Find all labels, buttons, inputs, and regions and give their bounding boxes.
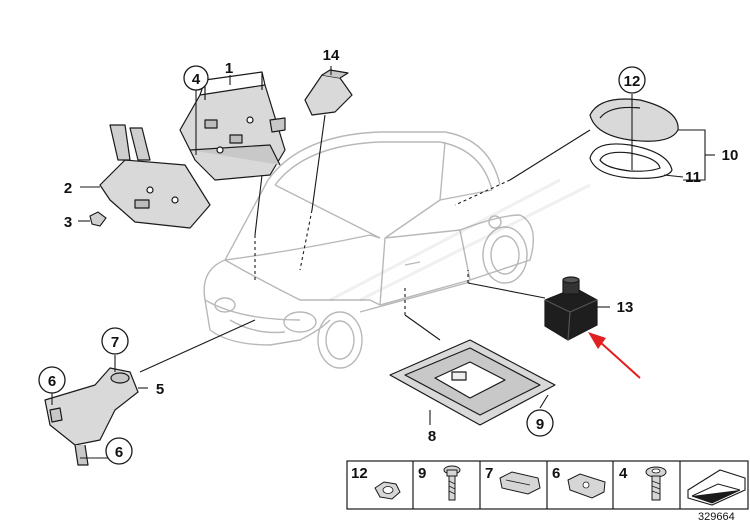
part-11-frame [589,143,673,179]
callout-5: 5 [156,381,164,398]
red-arrow-indicator [588,332,641,379]
callout-circle-12 [618,66,646,94]
callout-12: 12 [624,73,641,90]
legend-number: 12 [351,465,368,482]
callout-8: 8 [428,428,436,445]
legend-cell-screw: 9 [418,465,461,501]
legend-cell-nut: 12 [351,465,401,500]
legend-cell-clip-6: 6 [552,465,606,499]
callout-6a: 6 [48,373,56,390]
callout-circle-4 [183,65,209,91]
callout-9: 9 [536,416,544,433]
callout-6b: 6 [115,444,123,461]
callout-circle-6a [38,366,66,394]
legend-cell-shim [687,469,746,506]
callout-circle-7 [101,327,129,355]
callout-7: 7 [111,334,119,351]
part-1-carrier [179,71,286,181]
callout-circle-6b [105,437,133,465]
fastener-legend: 12 9 7 6 4 [346,460,749,510]
legend-cell-screw-4: 4 [619,465,667,501]
part-10-cover [589,98,679,142]
callout-1: 1 [225,60,233,77]
legend-cell-clip-7: 7 [485,465,541,495]
callout-10: 10 [722,147,739,164]
part-14-bracket [304,69,353,116]
part-2-carrier [99,124,211,229]
callout-circle-9 [526,409,554,437]
callouts: 1 4 2 3 14 12 10 11 13 8 9 5 7 6 6 [38,47,739,465]
car-outline [203,131,534,369]
callout-3: 3 [64,214,72,231]
leader-lines [51,66,715,459]
watermark [329,178,591,302]
legend-number: 4 [619,465,628,482]
part-13-module [544,276,598,341]
legend-number: 7 [485,465,493,482]
part-3-clip [89,211,107,227]
callout-4: 4 [192,71,201,88]
part-8-plate [389,339,556,426]
callout-11: 11 [685,169,701,186]
legend-number: 6 [552,465,560,482]
callout-2: 2 [64,180,72,197]
part-5-bracket [44,367,139,466]
callout-14: 14 [323,47,340,64]
legend-number: 9 [418,465,426,482]
diagram-id: 329664 [698,511,735,523]
callout-13: 13 [617,299,634,316]
